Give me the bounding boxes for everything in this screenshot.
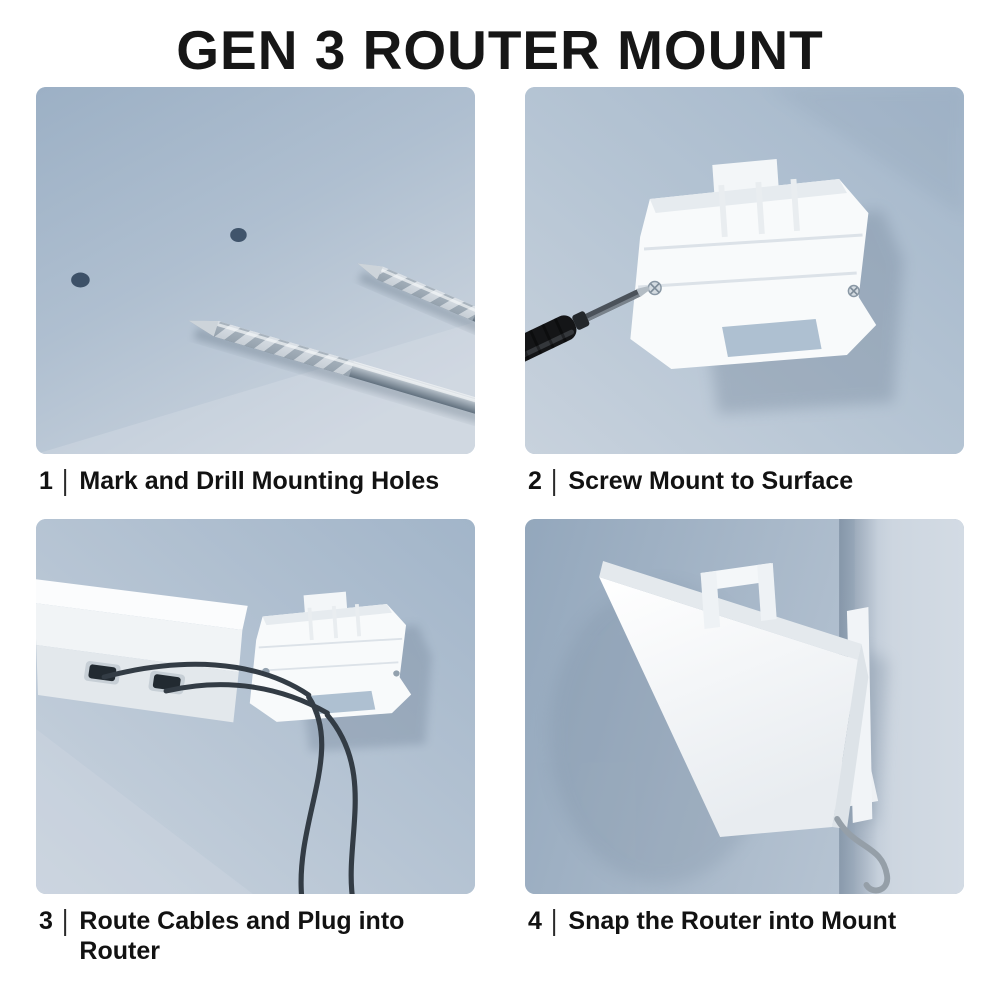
router: [599, 560, 869, 837]
router-top-edge: [599, 560, 862, 660]
steps-grid: 1 | Mark and Drill Mounting Holes 2 | Sc…: [36, 86, 964, 967]
step-4-photo: [525, 518, 964, 894]
cable: [324, 712, 358, 894]
step-4-illustration: [525, 518, 964, 894]
step-2-illustration: [525, 86, 964, 454]
cable: [298, 694, 325, 894]
marked-hole-right: [230, 227, 247, 242]
router-face: [599, 576, 858, 837]
step-1-label: Mark and Drill Mounting Holes: [79, 466, 440, 495]
step-3-caption: 3 | Route Cables and Plug into Router: [36, 894, 475, 967]
mount-top-hook: [700, 562, 777, 629]
mount-bracket: [249, 591, 432, 752]
router-edge: [36, 578, 248, 722]
step-1-number: 1: [39, 466, 53, 495]
step-2-number: 2: [528, 466, 542, 495]
step-3-separator: |: [61, 904, 69, 937]
marked-hole-left: [71, 272, 90, 287]
router-right-edge: [832, 643, 869, 829]
screwdriver-handle: [525, 314, 577, 370]
drill-bit-lower: [188, 320, 475, 424]
mount-lip-opening: [309, 690, 376, 714]
screw-right: [847, 284, 860, 297]
drill-bit-upper: [357, 262, 475, 350]
router-side-face: [36, 602, 243, 672]
step-4-separator: |: [550, 904, 558, 937]
mount-bracket: [630, 158, 904, 414]
screw-left: [647, 280, 662, 295]
step-3-illustration: [36, 518, 475, 894]
step-1-illustration: [36, 86, 475, 454]
step-3-label: Route Cables and Plug into Router: [79, 906, 405, 966]
cables: [101, 661, 358, 894]
wall-light-sheen: [36, 321, 475, 454]
step-3-photo: [36, 518, 475, 894]
mount-top-tab: [712, 158, 779, 193]
step-2-label: Screw Mount to Surface: [568, 466, 854, 495]
step-1-photo: [36, 86, 475, 454]
step-2-photo: [525, 86, 964, 454]
corner-shade: [768, 86, 964, 217]
screwdriver-collar: [572, 310, 590, 330]
port-plug-right: [152, 673, 181, 691]
screw-right: [393, 669, 400, 677]
step-4-label: Snap the Router into Mount: [568, 906, 897, 935]
step-1-separator: |: [61, 464, 69, 497]
step-3-number: 3: [39, 906, 53, 935]
mount-top-tab: [303, 591, 348, 613]
step-2-caption: 2 | Screw Mount to Surface: [525, 454, 964, 519]
step-4-caption: 4 | Snap the Router into Mount: [525, 894, 964, 967]
screwdriver: [525, 285, 650, 370]
router-top-face: [36, 578, 248, 630]
page-title: GEN 3 ROUTER MOUNT: [176, 19, 824, 81]
cable: [101, 661, 312, 697]
mount-lip-opening: [722, 318, 822, 357]
step-4-number: 4: [528, 906, 542, 935]
step-1-caption: 1 | Mark and Drill Mounting Holes: [36, 454, 475, 519]
screwdriver-tip: [636, 285, 650, 297]
cable: [834, 815, 891, 893]
step-2-separator: |: [550, 464, 558, 497]
